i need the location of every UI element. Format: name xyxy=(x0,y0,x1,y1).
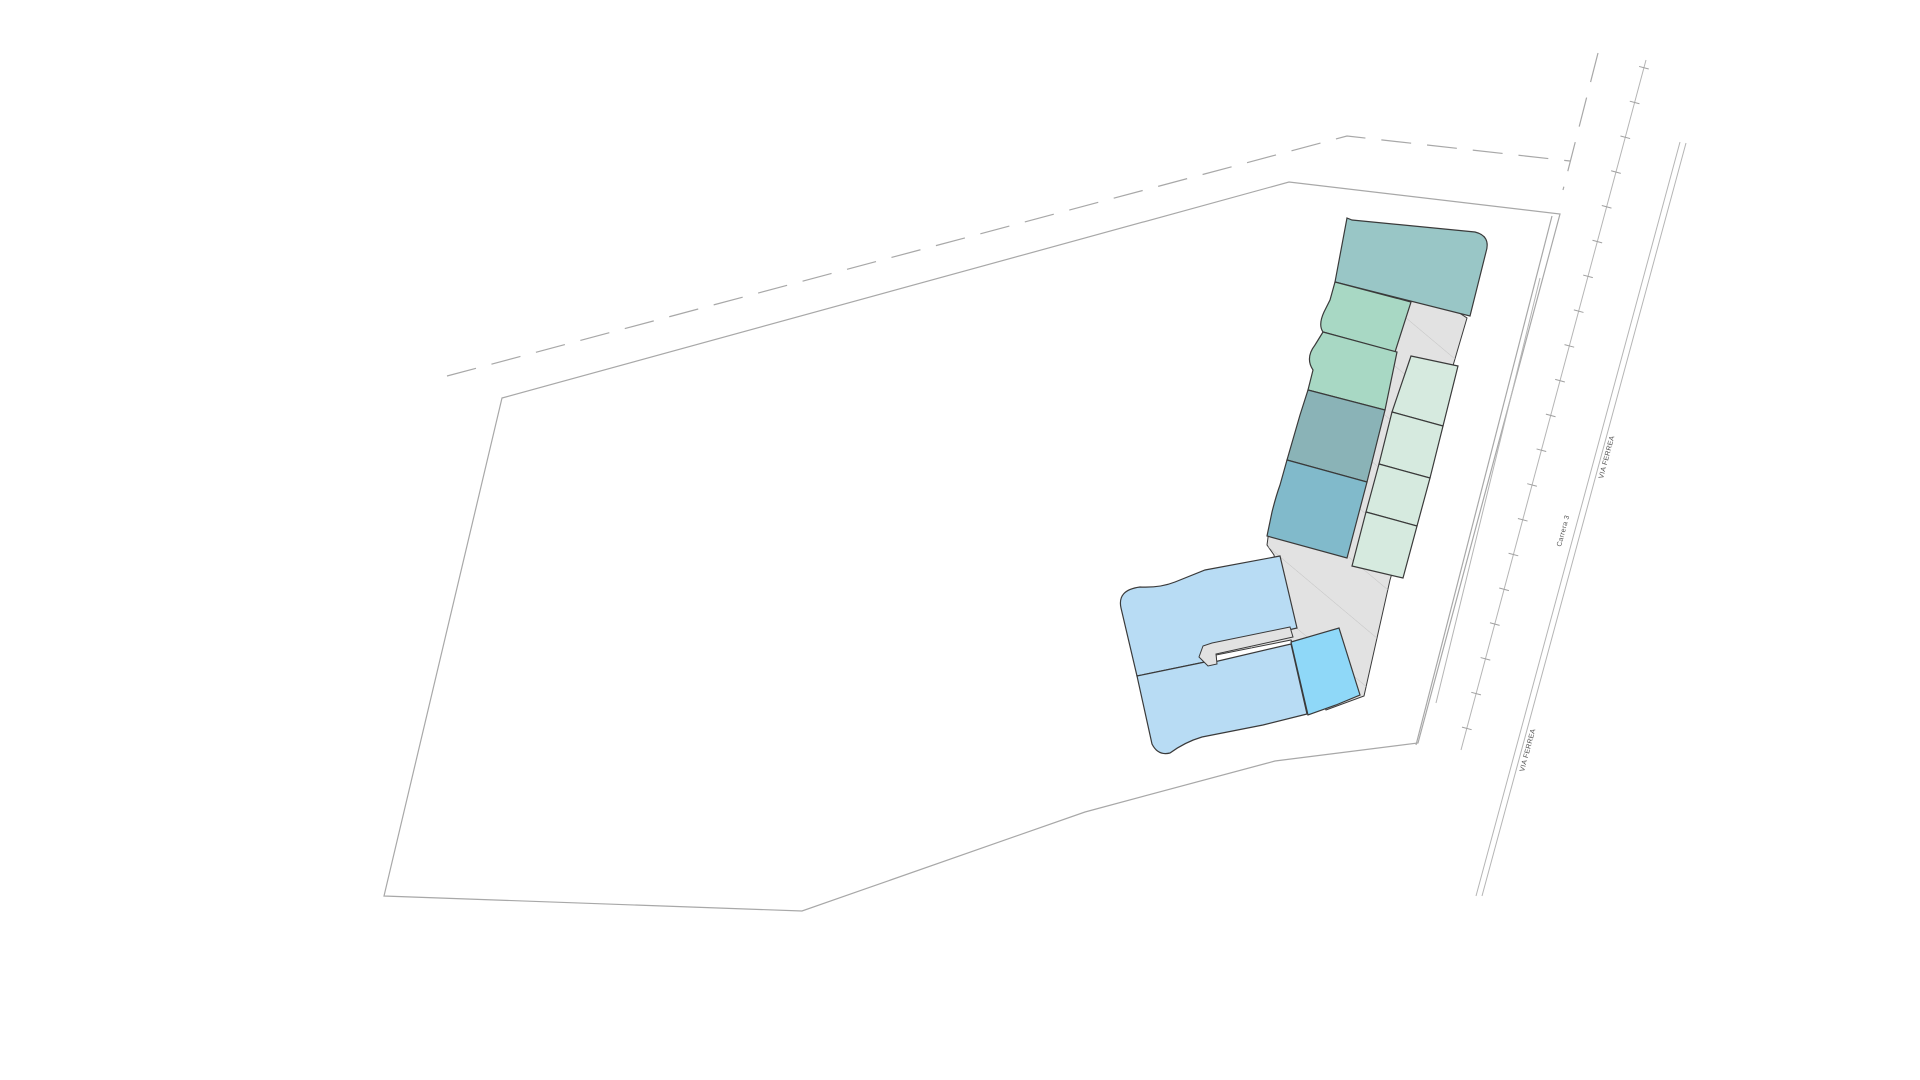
street-tick xyxy=(1638,65,1649,70)
street-tick xyxy=(1536,448,1547,452)
street-tick xyxy=(1471,691,1482,696)
street-tick xyxy=(1461,726,1472,731)
street-label: Carrera 3 xyxy=(1556,515,1571,548)
street-tick xyxy=(1489,622,1500,626)
street-dashed-edge xyxy=(1562,52,1599,191)
street-tick xyxy=(1601,205,1612,209)
lot-12[interactable] xyxy=(1290,627,1361,716)
street-tick xyxy=(1527,483,1538,487)
lot-9[interactable] xyxy=(1351,511,1418,579)
street-tick xyxy=(1573,309,1584,313)
street-edge-left-inner xyxy=(1435,277,1541,704)
street-centerline xyxy=(1460,59,1649,751)
street-tick xyxy=(1592,239,1603,244)
street-tick xyxy=(1629,100,1640,105)
street-tick xyxy=(1583,274,1593,279)
courtyard-walkway xyxy=(1198,626,1294,667)
outer-dashed-boundary xyxy=(446,135,1571,377)
street-tick xyxy=(1480,657,1491,661)
site-boundary xyxy=(383,181,1561,912)
railway xyxy=(1475,141,1687,897)
street-tick xyxy=(1508,552,1519,557)
lot-10[interactable] xyxy=(1119,555,1298,677)
street-tick xyxy=(1545,413,1556,418)
street-tick xyxy=(1611,170,1621,174)
street-tick xyxy=(1564,344,1575,348)
street-tick xyxy=(1517,517,1528,522)
street-edge-left xyxy=(1415,215,1553,746)
lot-5[interactable] xyxy=(1266,459,1368,559)
lot-11[interactable] xyxy=(1136,643,1308,755)
street-tick xyxy=(1555,378,1565,383)
street-tick xyxy=(1620,135,1631,140)
street-tick xyxy=(1499,587,1510,592)
